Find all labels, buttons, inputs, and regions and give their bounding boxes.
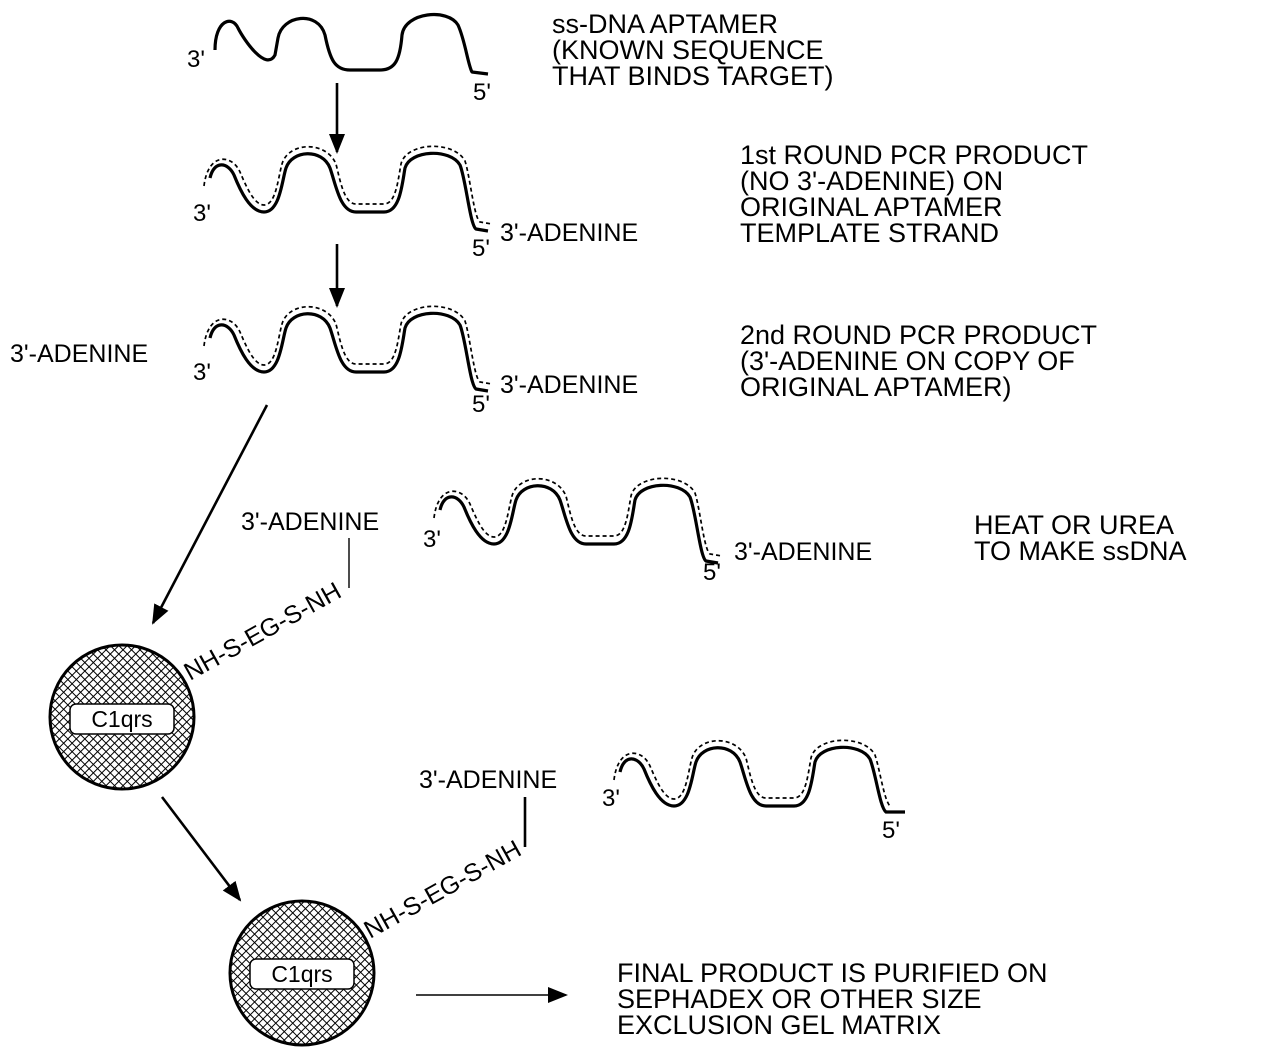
caption-line: 2nd ROUND PCR PRODUCT — [740, 320, 1097, 350]
end-3-prime: 3' — [187, 46, 205, 73]
complement-strand — [203, 145, 493, 225]
end-3-prime: 3' — [193, 200, 211, 227]
end-3-prime: 3' — [423, 526, 441, 553]
end-5-prime: 5' — [472, 235, 490, 262]
step-5-final-product: 3'-ADENINE 3' 5' NH-S-EG-S-NH C1qrs FINA… — [228, 739, 1048, 1047]
caption-line: ORIGINAL APTAMER — [740, 192, 1003, 222]
adenine-label: 3'-ADENINE — [734, 538, 872, 566]
adenine-label: 3'-ADENINE — [500, 371, 638, 399]
adenine-label: 3'-ADENINE — [241, 508, 379, 536]
end-3-prime: 3' — [193, 359, 211, 386]
adenine-label: 3'-ADENINE — [419, 766, 557, 794]
end-5-prime: 5' — [882, 817, 900, 844]
complement-strand — [203, 305, 493, 385]
template-strand — [438, 483, 719, 565]
bead-label: C1qrs — [271, 961, 332, 987]
caption-line: THAT BINDS TARGET) — [552, 61, 834, 91]
end-5-prime: 5' — [473, 79, 491, 106]
end-5-prime: 5' — [703, 559, 721, 586]
caption-line: 1st ROUND PCR PRODUCT — [740, 140, 1088, 170]
caption-line: HEAT OR UREA — [974, 510, 1174, 540]
bead-label-box — [69, 703, 175, 735]
caption-line: (3'-ADENINE ON COPY OF — [740, 346, 1075, 376]
step-4-bead-coupling: 3'-ADENINE 3' 5' 3'-ADENINE NH-S-EG-S-NH… — [48, 477, 1187, 791]
caption-line: ss-DNA APTAMER — [552, 9, 778, 39]
step-3-second-round-pcr: 3'-ADENINE 3' 5' 3'-ADENINE 2nd ROUND PC… — [10, 305, 1097, 418]
diagonal-arrow — [160, 796, 242, 902]
bead-label: C1qrs — [91, 706, 152, 732]
caption-line: (KNOWN SEQUENCE — [552, 35, 824, 65]
aptamer-strand — [213, 12, 489, 76]
diagonal-arrow — [151, 404, 269, 625]
end-5-prime: 5' — [472, 391, 490, 418]
template-strand — [208, 151, 489, 233]
step-2-first-round-pcr: 3' 5' 3'-ADENINE 1st ROUND PCR PRODUCT (… — [193, 140, 1088, 262]
complement-strand — [613, 739, 891, 807]
step-1-aptamer: 3' 5' ss-DNA APTAMER (KNOWN SEQUENCE THA… — [187, 9, 834, 106]
bead-label-box — [249, 958, 355, 990]
linker-label: NH-S-EG-S-NH — [179, 577, 346, 686]
caption-line: TO MAKE ssDNA — [974, 536, 1187, 566]
template-strand — [208, 311, 489, 393]
caption-line: SEPHADEX OR OTHER SIZE — [617, 984, 982, 1014]
adenine-label: 3'-ADENINE — [10, 340, 148, 368]
template-strand — [618, 745, 905, 814]
caption-line: TEMPLATE STRAND — [740, 218, 999, 248]
caption-line: FINAL PRODUCT IS PURIFIED ON — [617, 958, 1048, 988]
caption-line: EXCLUSION GEL MATRIX — [617, 1010, 941, 1040]
adenine-label: 3'-ADENINE — [500, 219, 638, 247]
linker-label: NH-S-EG-S-NH — [359, 835, 526, 944]
complement-strand — [433, 477, 723, 557]
caption-line: (NO 3'-ADENINE) ON — [740, 166, 1003, 196]
end-3-prime: 3' — [602, 785, 620, 812]
caption-line: ORIGINAL APTAMER) — [740, 372, 1012, 402]
